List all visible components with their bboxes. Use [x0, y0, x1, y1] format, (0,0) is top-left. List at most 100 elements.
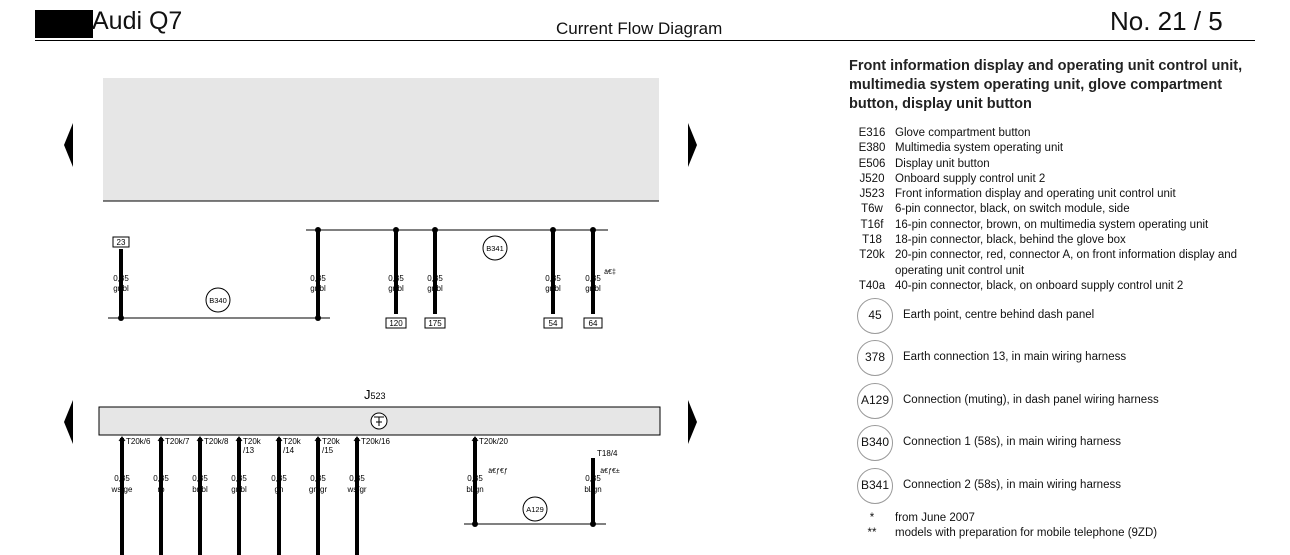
legend-code: T16f [860, 218, 884, 231]
junction-dot [118, 315, 124, 321]
wire-size: 0,35 [585, 474, 601, 483]
legend-desc: Multimedia system operating unit [895, 142, 1064, 155]
component-label: J523 [364, 387, 386, 402]
junction-dot [550, 227, 556, 233]
pin-ro: T20k/7 0,35 ro [153, 436, 190, 555]
hidden-component-panel [103, 78, 659, 201]
legend-desc: Front information display and operating … [895, 188, 1176, 201]
connection-a129-circle: A129 [857, 382, 893, 419]
ref-64-label: 64 [589, 319, 598, 328]
page-title: Current Flow Diagram [556, 19, 723, 38]
ref-175-label: 175 [428, 319, 442, 328]
legend-code: T40a [858, 279, 886, 292]
wire-color: bl/gn [584, 485, 601, 494]
ref-box-23 [112, 236, 130, 248]
junction-dot [315, 227, 321, 233]
earth-point-circle: 45 [857, 297, 893, 334]
legend-code: T18 [862, 234, 882, 247]
wire-color: gr/bl [427, 284, 443, 293]
wire-size: 0,35 [192, 474, 208, 483]
wire-size: 0,35 [585, 274, 601, 283]
footnotes: * from June 2007 **models with preparatio… [849, 511, 1269, 541]
legend-desc: Connection 2 (58s), in main wiring harne… [903, 478, 1121, 491]
wire-color: gr/bl [113, 284, 129, 293]
wire-size: 0,35 [349, 474, 365, 483]
wire-size: 0,35 [545, 274, 561, 283]
legend-circle-item: A129 Connection (muting), in dash panel w… [849, 379, 1269, 422]
electronic-symbol-glyph [374, 416, 384, 426]
legend-desc: Connection (muting), in dash panel wirin… [903, 393, 1159, 406]
legend-code: E380 [858, 142, 886, 155]
pin-label-line2: /14 [283, 446, 295, 455]
ref-54-label: 54 [549, 319, 558, 328]
pin-ws-gr: T20k/16 0,35 ws/gr [346, 436, 390, 555]
legend-code: J523 [859, 188, 885, 201]
footnote-mark: * [869, 511, 875, 524]
ref-box-120 [385, 317, 407, 329]
footnote: **models with preparation for mobile tel… [849, 526, 1269, 541]
pin-gn-gr: T20k /15 0,35 gn/gr [309, 436, 341, 555]
legend-item: T40a 40-pin connector, black, on onboard … [849, 279, 1269, 294]
pin-arrow [471, 436, 479, 442]
pin-label: T20k/6 [126, 437, 151, 446]
ref-box-54 [543, 317, 563, 329]
earth-connection-circle: 378 [857, 340, 893, 377]
legend-desc: 40-pin connector, black, on onboard supp… [895, 279, 1184, 292]
pin-label: T20k [283, 437, 302, 446]
legend-title: Front information display and operating … [849, 58, 1243, 112]
wire-color: gr/bl [585, 284, 601, 293]
node-a129-label: A129 [526, 505, 544, 514]
connection-b340-circle: B340 [857, 425, 893, 462]
legend-code: E506 [858, 157, 886, 170]
wire-color: ws/gr [346, 485, 366, 494]
pin-label: T20k/8 [204, 437, 229, 446]
next-arrow-bottom-icon[interactable] [688, 400, 697, 444]
prev-arrow-top-icon[interactable] [64, 123, 73, 167]
ref-23-label: 23 [117, 238, 126, 247]
header-black-block [35, 10, 93, 38]
footnote-text: from June 2007 [895, 511, 975, 524]
node-b340 [205, 287, 231, 313]
node-b340-label: B340 [209, 296, 227, 305]
pin-label: T20k [322, 437, 341, 446]
wire-size: 0,35 [231, 474, 247, 483]
wire-color: gr/bl [545, 284, 561, 293]
legend-item: J523 Front information display and operat… [849, 187, 1269, 202]
pin-ws-ge: T20k/6 0,35 ws/ge [111, 436, 151, 555]
wire-color: gn [275, 485, 284, 494]
wire-size: 0,35 [388, 274, 404, 283]
legend-desc: 16-pin connector, brown, on multimedia s… [895, 218, 1209, 231]
legend-item: E380 Multimedia system operating unit [849, 141, 1269, 156]
wire-mark: ä€ƒ€ƒ [488, 468, 508, 475]
vehicle-model: Audi Q7 [92, 7, 183, 35]
legend-code: E316 [858, 127, 886, 139]
wire-color: bl/gn [466, 485, 483, 494]
legend-desc: Display unit button [895, 157, 990, 170]
junction-dot [590, 227, 596, 233]
wire-size: 0,35 [153, 474, 169, 483]
legend-desc: Earth connection 13, in main wiring harn… [903, 351, 1127, 364]
junction-dot [393, 227, 399, 233]
prev-arrow-bottom-icon[interactable] [64, 400, 73, 444]
wire-size: 0,35 [427, 274, 443, 283]
pin-label: T20k/7 [165, 437, 190, 446]
pin-label-line2: /15 [322, 446, 334, 455]
wire-mark: ä€‡ [604, 269, 616, 276]
pin-t18-4-label: T18/4 [597, 449, 618, 458]
legend-desc: Earth point, centre behind dash panel [903, 308, 1095, 321]
legend-item: E506 Display unit button [849, 157, 1269, 172]
pin-gn: T20k /14 0,35 gn [271, 436, 302, 555]
legend-desc: 20-pin connector, red, connector A, on f… [895, 249, 1238, 277]
legend-code: J520 [859, 172, 885, 185]
next-arrow-top-icon[interactable] [688, 123, 697, 167]
junction-dot [432, 227, 438, 233]
connection-b341-circle: B341 [857, 467, 893, 504]
